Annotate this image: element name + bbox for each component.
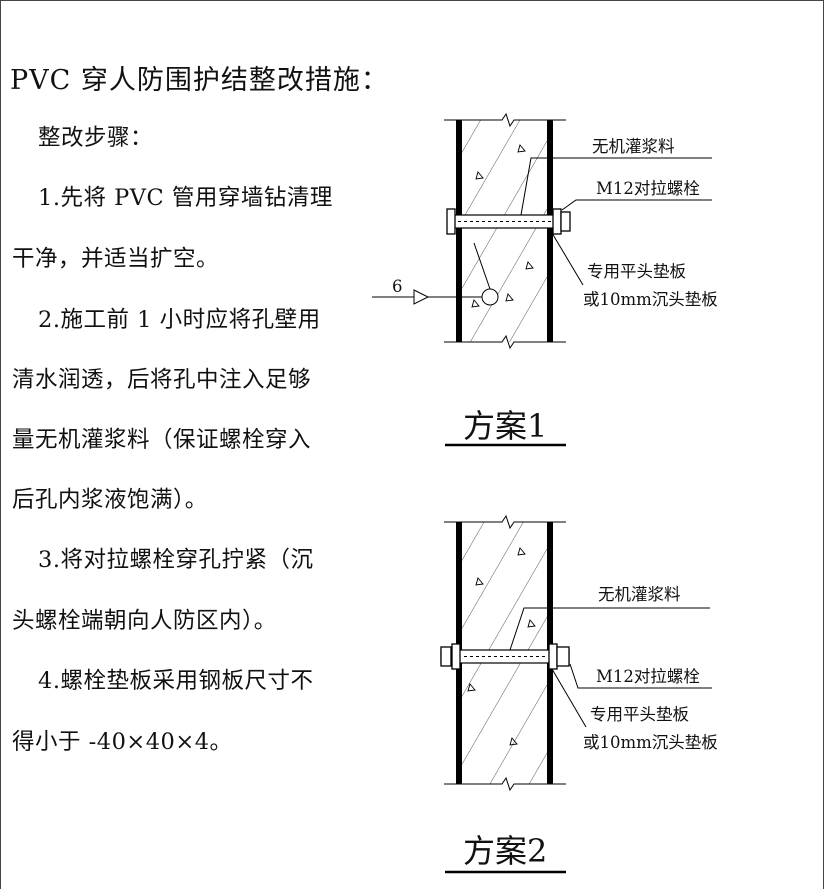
step-4-line-1: 4.螺栓垫板采用钢板尺寸不 — [38, 668, 314, 694]
washer-right-2 — [548, 643, 558, 670]
nut-right-1 — [560, 211, 571, 232]
label-washer-1: 专用平头垫板 — [587, 262, 686, 281]
step-2-line-1: 2.施工前 1 小时应将孔壁用 — [38, 307, 321, 333]
nut-right-2 — [556, 646, 570, 667]
step-2-line-3: 量无机灌浆料（保证螺栓穿入 — [12, 427, 312, 453]
hole-leader-1 — [473, 242, 491, 290]
washer-right-1 — [552, 208, 562, 235]
aggregate-marks-1 — [471, 144, 534, 308]
step-1-line-1: 1.先将 PVC 管用穿墙钻清理 — [38, 185, 333, 211]
dimension-label-1: 6 — [392, 277, 403, 296]
step-3-line-2: 头螺栓端朝向人防区内）。 — [12, 608, 277, 634]
break-line-top-2 — [444, 514, 566, 530]
step-2-line-2: 清水润透，后将孔中注入足够 — [12, 367, 312, 393]
aggregate-marks-2 — [467, 547, 536, 746]
nut-left-2 — [440, 646, 452, 667]
leader-washer-1 — [551, 232, 584, 286]
washer-left-1 — [446, 208, 456, 235]
leader-grout-1 — [520, 157, 712, 216]
washer-left-2 — [451, 643, 461, 670]
label-bolt-1: M12对拉螺栓 — [596, 179, 700, 198]
steps-heading: 整改步骤： — [38, 125, 154, 151]
dimension-arrow-1 — [413, 289, 430, 305]
label-grout-2: 无机灌浆料 — [598, 585, 681, 604]
label-grout-1: 无机灌浆料 — [592, 137, 675, 156]
label-washer-2: 专用平头垫板 — [590, 705, 689, 724]
label-washer2-2: 或10mm沉头垫板 — [583, 733, 718, 752]
label-bolt-2: M12对拉螺栓 — [596, 667, 700, 686]
step-2-line-4: 后孔内浆液饱满）。 — [12, 487, 208, 513]
leader-bolt-1 — [561, 199, 712, 211]
wall-section-1 — [462, 120, 547, 342]
step-1-line-2: 干净，并适当扩空。 — [12, 246, 220, 272]
diagram-2: 无机灌浆料 M12对拉螺栓 专用平头垫板 或10mm沉头垫板 方案2 — [440, 514, 718, 874]
hole-marker-1 — [481, 288, 499, 306]
caption-2: 方案2 — [463, 832, 547, 870]
step-3-line-1: 3.将对拉螺栓穿孔拧紧（沉 — [38, 547, 314, 573]
break-line-bottom-2 — [444, 776, 566, 792]
leader-grout-2 — [509, 607, 710, 651]
step-4-line-2: 得小于 -40×40×4。 — [12, 729, 233, 755]
caption-1: 方案1 — [463, 407, 547, 445]
break-line-top-1 — [444, 112, 566, 128]
break-line-bottom-1 — [444, 334, 566, 350]
leader-bolt-2 — [569, 663, 712, 689]
page-title: PVC 穿人防围护结整改措施： — [10, 65, 389, 96]
leader-washer-2 — [551, 668, 587, 728]
label-washer2-1: 或10mm沉头垫板 — [583, 290, 718, 309]
diagram-1: 6 无机灌浆料 M12对拉螺栓 专用平头垫板 或10mm沉头垫板 方案1 — [372, 112, 718, 447]
